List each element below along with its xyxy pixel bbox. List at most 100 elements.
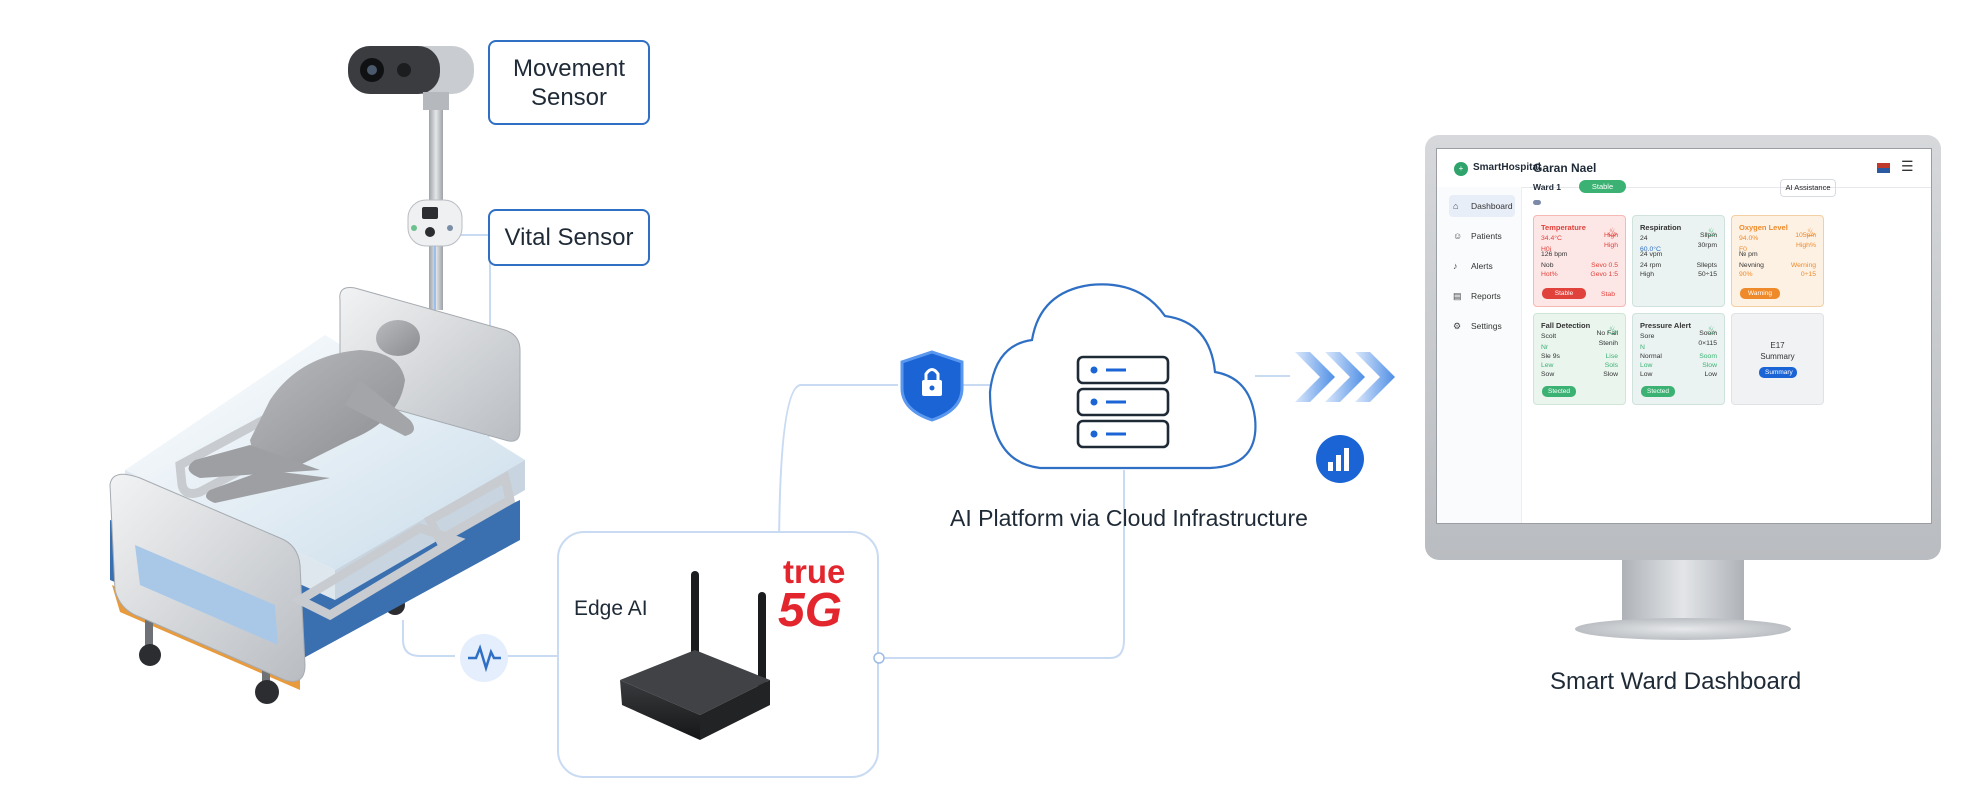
gear-icon: ⚙ (1453, 320, 1462, 331)
card-value: 94.0% (1739, 235, 1759, 242)
card-field: H0i (1541, 246, 1552, 253)
card-field: Sevo 0.5 (1591, 262, 1618, 269)
thermometer-icon: ♨ (1607, 225, 1618, 239)
document-icon: ▤ (1453, 290, 1462, 301)
card-field: Sols (1604, 362, 1618, 369)
nav-item-label: Dashboard (1471, 201, 1513, 211)
card-field: Low (1640, 362, 1653, 369)
lock-shield-icon (900, 350, 964, 422)
patient-name: Garan Nael (1533, 161, 1597, 175)
edge-ai-box (557, 531, 885, 778)
movement-sensor-camera (348, 46, 474, 310)
card-field: Low (1640, 371, 1653, 378)
card-field: F0 (1739, 246, 1747, 253)
card-side: Sllpm (1700, 232, 1717, 239)
card-field: Hot% (1541, 271, 1558, 278)
edge-ai-label: Edge AI (574, 597, 648, 620)
cloud-server-icon (988, 283, 1257, 470)
detected-button[interactable]: Stected (1641, 386, 1675, 397)
users-icon: ☺ (1453, 231, 1463, 241)
card-field: Soom (1699, 353, 1717, 360)
stable-button[interactable]: Stable (1542, 288, 1586, 299)
card-side: Stenih (1598, 340, 1618, 347)
pressure-icon: ♨ (1706, 323, 1717, 337)
nav-item-dashboard[interactable]: ⌂ Dashboard (1449, 195, 1515, 217)
detected-button[interactable]: Stected (1542, 386, 1576, 397)
card-sub: Scolt (1541, 333, 1557, 340)
5g-logo-text: 5G (778, 584, 842, 637)
ai-platform-label: AI Platform via Cloud Infrastructure (950, 505, 1308, 531)
card-field: Slow (1603, 371, 1618, 378)
card-field: 24 vpm (1640, 251, 1663, 258)
dashboard-sidebar: ⌂ Dashboard ☺ Patients ♪ Alerts ▤ Report… (1437, 187, 1522, 523)
card-title: Pressure Alert (1640, 321, 1691, 330)
card-field: № pm (1739, 251, 1758, 258)
card-side: No Fall (1596, 330, 1618, 337)
bar-chart-icon (1316, 435, 1364, 483)
card-field: 126 bpm (1541, 251, 1568, 258)
card-field: Sow (1541, 371, 1555, 378)
card-field: Low (1704, 371, 1717, 378)
card-field: Sllepts (1696, 262, 1717, 269)
card-field: N (1640, 344, 1645, 351)
true-logo-text: true (783, 553, 845, 590)
card-field: High (1640, 271, 1654, 278)
card-side: High% (1795, 242, 1816, 249)
nav-item-label: Alerts (1471, 261, 1493, 271)
card-field: Slow (1702, 362, 1717, 369)
summary-card[interactable]: E17 Summary Summary (1731, 313, 1824, 405)
card-title: Fall Detection (1541, 321, 1591, 330)
card-field: 60.0°C (1640, 246, 1661, 253)
nav-item-alerts[interactable]: ♪ Alerts (1449, 255, 1515, 277)
nav-item-label: Reports (1471, 291, 1501, 301)
card-field: Lise (1605, 353, 1618, 360)
card-field: Werning (1790, 262, 1816, 269)
card-field: Normal (1640, 353, 1662, 360)
summary-title: E17 (1770, 341, 1785, 350)
dashboard-icon: ⌂ (1453, 201, 1459, 211)
bell-icon: ♪ (1453, 261, 1458, 271)
fall-icon: ♨ (1607, 323, 1618, 337)
lungs-icon: ♨ (1706, 225, 1717, 239)
card-field: 90% (1739, 271, 1753, 278)
card-field: 0÷15 (1800, 271, 1816, 278)
nav-item-settings[interactable]: ⚙ Settings (1449, 315, 1515, 337)
card-field: 50÷15 (1698, 271, 1717, 278)
card-side: 30rpm (1697, 242, 1717, 249)
flag-icon[interactable] (1877, 163, 1890, 173)
card-field: Lew (1541, 362, 1554, 369)
ward-label: Ward 1 (1533, 182, 1562, 192)
menu-icon[interactable]: ☰ (1901, 158, 1914, 174)
card-field: Gevo 1:5 (1590, 271, 1618, 278)
true-5g-logo: true 5G (778, 553, 845, 637)
status-badge: Stable (1579, 180, 1626, 193)
movement-sensor-text: Movement Sensor (512, 54, 626, 111)
card-title: Temperature (1541, 223, 1586, 232)
vital-sensor-label: Vital Sensor (488, 209, 650, 266)
dashboard-screen: + SmartHospital ☰ ⌂ Dashboard ☺ Patients… (1436, 148, 1932, 524)
monitor-stand (1622, 560, 1744, 622)
card-side: 105pm (1795, 232, 1816, 239)
summary-subtitle: Summary (1760, 352, 1795, 361)
heartbeat-icon (460, 634, 508, 682)
ai-assistance-button[interactable]: AI Assistance (1780, 179, 1836, 197)
smart-ward-label: Smart Ward Dashboard (1550, 668, 1802, 695)
oxygen-icon: ♨ (1805, 225, 1816, 239)
chevrons-right-icon (1295, 352, 1395, 402)
card-sub: Sore (1640, 333, 1655, 340)
warning-button[interactable]: Warning (1740, 288, 1780, 299)
toggle-icon[interactable] (1533, 200, 1541, 205)
summary-button[interactable]: Summary (1759, 367, 1797, 378)
card-extra: Stab (1601, 291, 1615, 298)
nav-item-reports[interactable]: ▤ Reports (1449, 285, 1515, 307)
card-side: High (1604, 232, 1618, 239)
nav-item-patients[interactable]: ☺ Patients (1449, 225, 1515, 247)
patient-figure (188, 320, 420, 503)
card-title: Oxygen Level (1739, 223, 1788, 232)
